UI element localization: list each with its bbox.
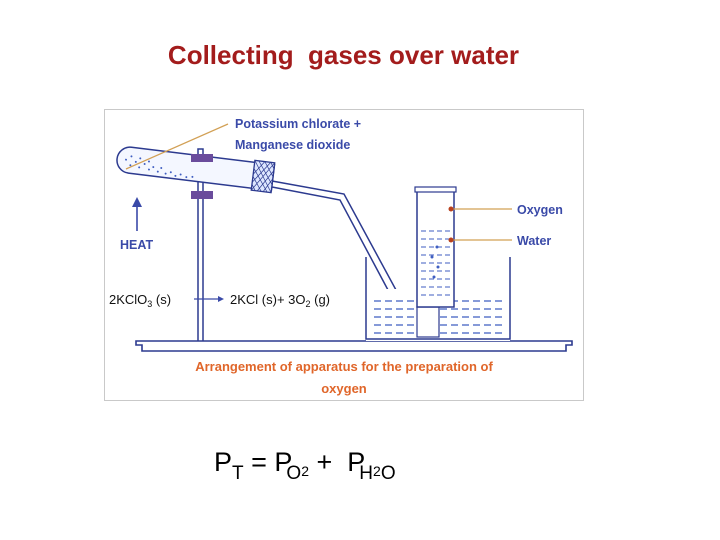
label-water: Water <box>517 234 551 248</box>
eq-term1-sub: O <box>286 463 302 484</box>
heat-arrow <box>132 197 142 231</box>
clamp-upper <box>191 154 213 162</box>
eq-term1: P <box>274 447 293 477</box>
water-pointer-dot <box>448 237 454 243</box>
clamp-lower <box>191 191 213 199</box>
reactant-powder <box>125 155 194 179</box>
base-plate <box>135 340 573 352</box>
eq-plus: + <box>309 447 348 477</box>
label-heat: HEAT <box>120 238 153 252</box>
gas-jar <box>414 186 457 308</box>
label-pointers <box>125 123 512 241</box>
reaction-arrow <box>194 296 224 302</box>
label-reactants-line2: Manganese dioxide <box>235 138 350 152</box>
partial-pressure-equation: PT = PO2 + PH2O <box>214 447 396 484</box>
test-tube <box>116 146 276 194</box>
slide-title: Collecting gases over water <box>167 40 520 70</box>
eq-lhs: P <box>214 447 233 477</box>
label-reactants-line1: Potassium chlorate + <box>235 117 361 131</box>
eq-term2-sub2: 2 <box>373 463 381 479</box>
eq-term1-sub2: 2 <box>301 463 309 479</box>
caption-line1: Arrangement of apparatus for the prepara… <box>195 359 493 374</box>
eq-term2: P <box>347 447 366 477</box>
reaction-products: 2KCl (s)+ 3O2 (g) <box>230 292 330 309</box>
eq-term2-sub: H <box>359 463 374 484</box>
eq-lhs-sub: T <box>232 463 244 484</box>
oxygen-pointer-dot <box>448 206 454 212</box>
beehive-shelf <box>416 306 440 338</box>
eq-equals: = <box>243 447 275 477</box>
reaction-reactant: 2KClO3 (s) <box>109 292 171 309</box>
label-oxygen: Oxygen <box>517 203 563 217</box>
caption-line2: oxygen <box>321 381 367 396</box>
eq-term2-sub3: O <box>380 463 396 484</box>
apparatus-diagram: Potassium chlorate + Manganese dioxide H… <box>104 109 584 401</box>
